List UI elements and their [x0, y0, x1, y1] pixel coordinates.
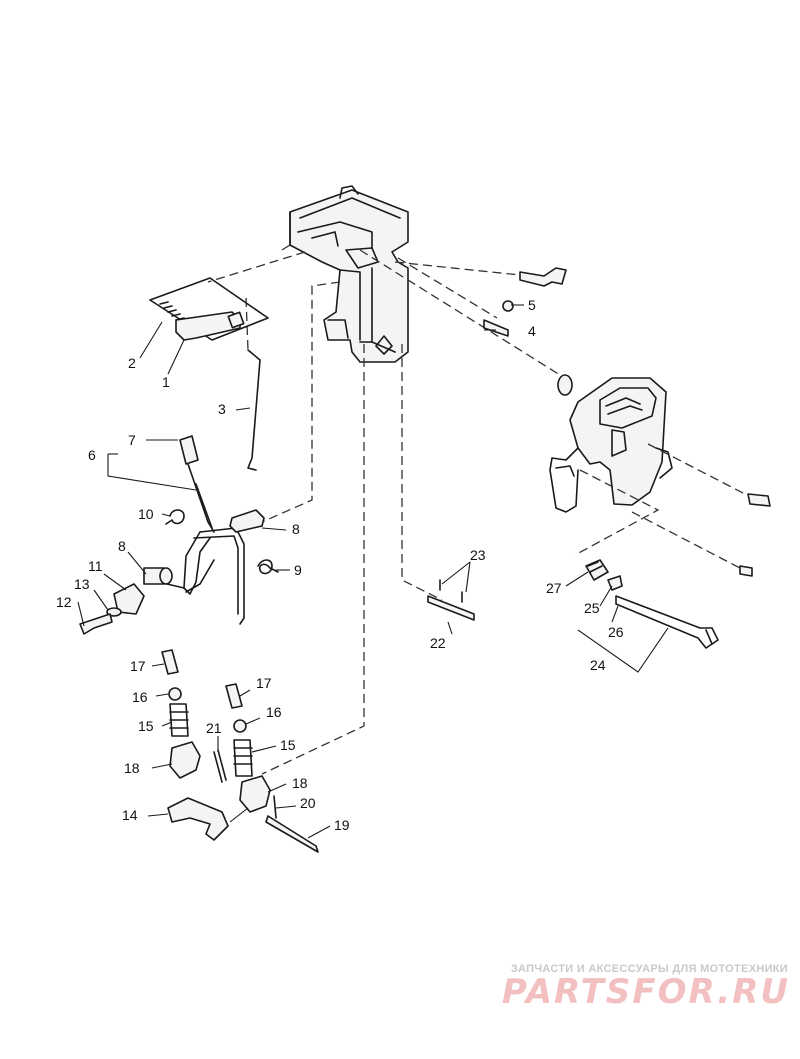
callout-20: 20 [300, 795, 316, 811]
callout-18b: 18 [292, 775, 308, 791]
callout-6: 6 [88, 447, 96, 463]
callout-16a: 16 [132, 689, 148, 705]
callout-16b: 16 [266, 704, 282, 720]
callout-24: 24 [590, 657, 606, 673]
clamp-bracket [549, 374, 673, 513]
callout-5: 5 [528, 297, 536, 313]
watermark-logo: PARTSFOR.RU [501, 972, 790, 1012]
callout-4: 4 [528, 323, 536, 339]
part-1-2-lever-assembly [149, 277, 269, 341]
part-11-13-bracket-bolt [79, 583, 145, 635]
callout-19: 19 [334, 817, 350, 833]
callout-8b: 8 [118, 538, 126, 554]
callout-15b: 15 [280, 737, 296, 753]
clamp-bolts [739, 493, 771, 577]
part-8-plate [143, 509, 265, 585]
part-9-10-springs [165, 509, 279, 575]
callout-3: 3 [218, 401, 226, 417]
callout-2: 2 [128, 355, 136, 371]
part-6-7-shift-lever [149, 435, 245, 625]
callout-11: 11 [88, 558, 103, 574]
swivel-bracket-housing [281, 185, 409, 363]
part-3-rod [247, 349, 261, 471]
watermark-tagline: ЗАПЧАСТИ И АКСЕССУАРЫ ДЛЯ МОТОТЕХНИКИ [510, 963, 788, 975]
callout-1: 1 [162, 374, 170, 390]
callout-15a: 15 [138, 718, 154, 734]
callout-27: 27 [546, 580, 562, 596]
callout-14: 14 [122, 807, 138, 823]
assembly-lines [207, 249, 746, 775]
callout-10: 10 [138, 506, 154, 522]
callout-12: 12 [56, 594, 72, 610]
callout-17b: 17 [256, 675, 272, 691]
lower-linkage [161, 649, 319, 853]
callout-22: 22 [430, 635, 446, 651]
callout-18a: 18 [124, 760, 140, 776]
callout-labels: 1 2 3 4 5 6 7 8 8 9 10 11 12 13 14 15 15… [56, 297, 624, 833]
callout-23: 23 [470, 547, 486, 563]
callout-21: 21 [206, 720, 222, 736]
part-22-23-shaft [427, 579, 475, 621]
callout-9: 9 [294, 562, 302, 578]
callout-7: 7 [128, 432, 136, 448]
callout-13: 13 [74, 576, 90, 592]
part-4-5-bolt-nut [483, 267, 567, 337]
part-24-27-rod-assembly [585, 559, 719, 649]
leader-lines [77, 304, 669, 839]
callout-17a: 17 [130, 658, 146, 674]
callout-25: 25 [584, 600, 600, 616]
callout-26: 26 [608, 624, 624, 640]
callout-8a: 8 [292, 521, 300, 537]
